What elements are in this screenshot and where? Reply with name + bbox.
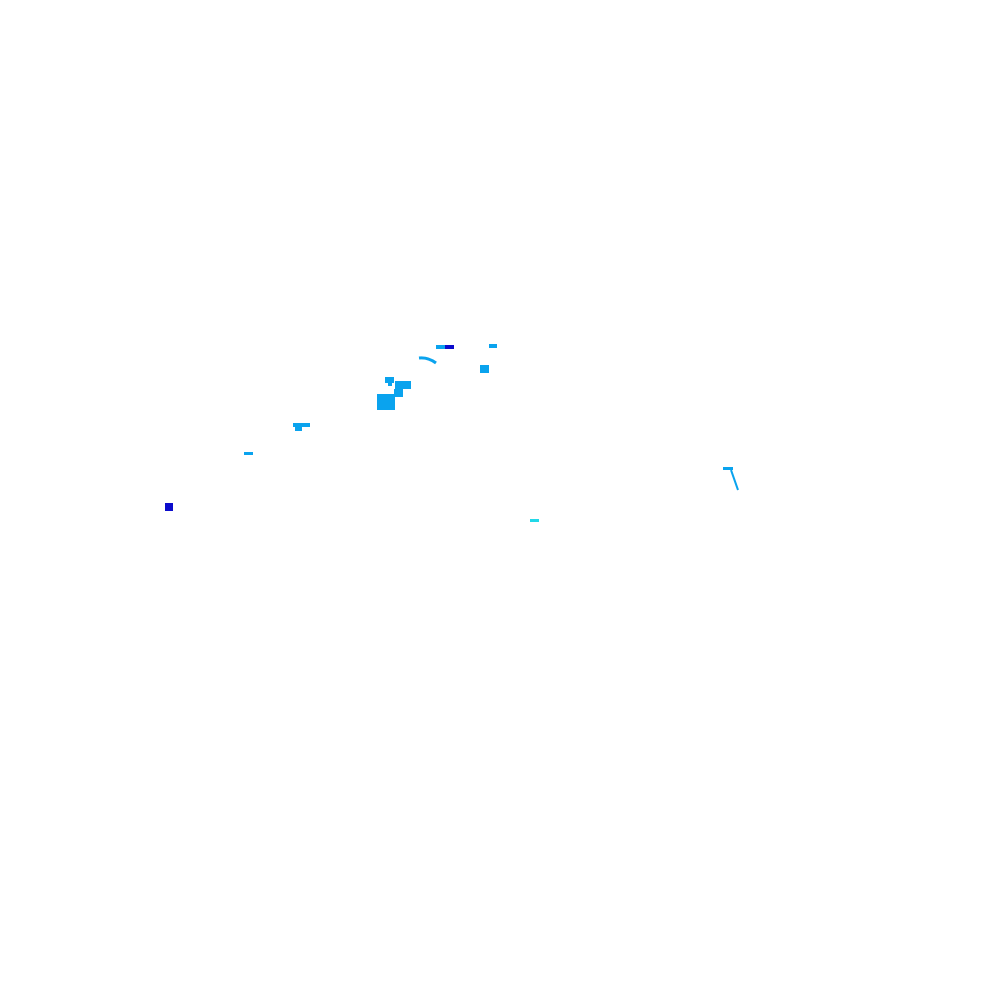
fragment-cluster-e (377, 394, 395, 410)
fragment-arc-top (418, 356, 437, 365)
fragment-left-dash-a (293, 423, 310, 427)
fragment-top-bar-left (436, 345, 446, 349)
fragment-cluster-a (385, 377, 394, 383)
fragment-cyan-dash (530, 519, 539, 522)
fragment-cluster-d (394, 389, 403, 397)
fragment-right-tick (723, 467, 733, 470)
fragment-right-stroke (730, 469, 739, 491)
fragment-top-right-dash (489, 344, 497, 348)
fragment-left-dash-c (244, 452, 253, 455)
fragment-dark-square-left (165, 503, 173, 511)
fragment-cluster-c (395, 381, 411, 389)
fragment-left-dash-b (295, 427, 302, 431)
fragment-top-bar-dark (445, 345, 454, 349)
fragment-cluster-b (388, 383, 392, 386)
fragment-square-mid-right (480, 365, 489, 373)
